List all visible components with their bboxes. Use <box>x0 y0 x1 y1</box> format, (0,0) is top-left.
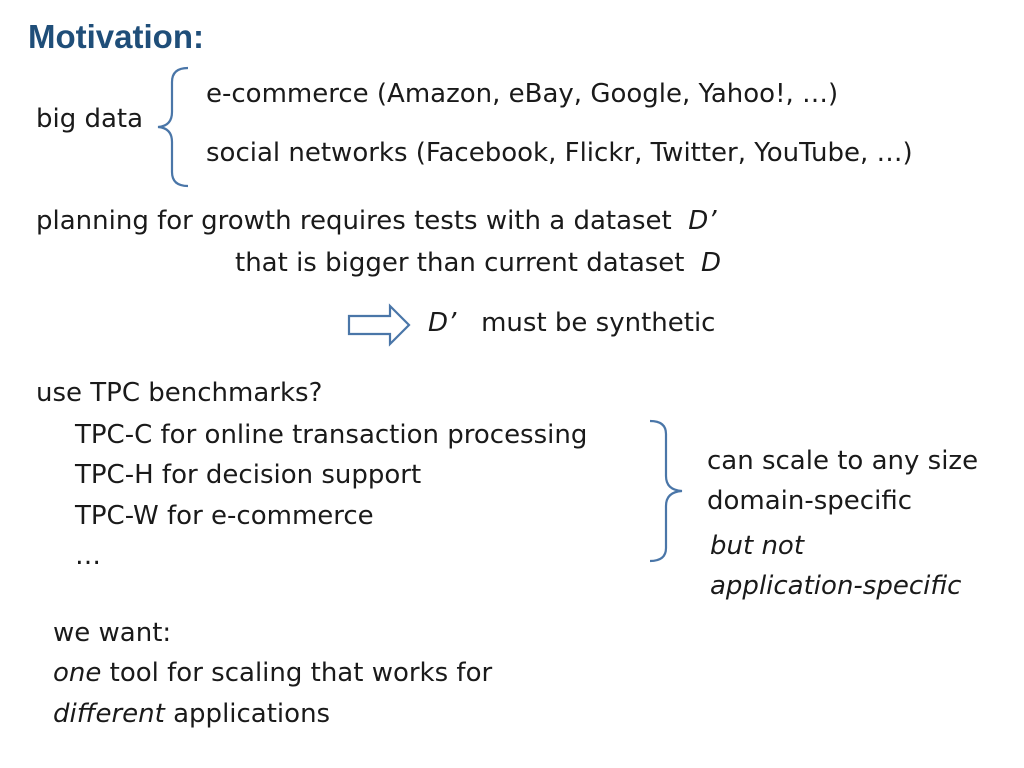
conclusion-line: D’ must be synthetic <box>428 308 715 338</box>
planning-var-d: D <box>701 248 722 278</box>
tpc-item-h: TPC-H for decision support <box>75 460 422 490</box>
big-data-item-social: social networks (Facebook, Flickr, Twitt… <box>206 138 913 168</box>
tpc-note-but-not: but not <box>710 531 805 561</box>
want-line-2: one tool for scaling that works for <box>53 658 492 688</box>
page-title: Motivation: <box>28 18 204 55</box>
want-heading: we want: <box>53 618 172 648</box>
big-data-item-ecommerce: e-commerce (Amazon, eBay, Google, Yahoo!… <box>206 79 839 109</box>
tpc-brace-icon <box>649 419 683 563</box>
conclusion-var-d-prime: D’ <box>428 308 457 338</box>
tpc-item-ellipsis: … <box>75 541 101 571</box>
planning-line-2: that is bigger than current dataset D <box>235 248 721 278</box>
tpc-note-scale: can scale to any size <box>707 446 979 476</box>
planning-text-2: that is bigger than current dataset <box>235 248 685 278</box>
want-line-3: different applications <box>53 699 330 729</box>
planning-text-1: planning for growth requires tests with … <box>36 206 672 236</box>
want-one: one <box>53 658 102 688</box>
tpc-heading: use TPC benchmarks? <box>36 378 323 408</box>
planning-var-d-prime: D’ <box>688 206 717 236</box>
conclusion-text: must be synthetic <box>481 308 716 338</box>
want-different: different <box>53 699 165 729</box>
tpc-item-c: TPC-C for online transaction processing <box>75 420 588 450</box>
tpc-note-domain: domain-specific <box>707 486 912 516</box>
big-data-brace-icon <box>157 66 189 188</box>
planning-line-1: planning for growth requires tests with … <box>36 206 717 236</box>
tpc-item-w: TPC-W for e-commerce <box>75 501 374 531</box>
right-arrow-icon <box>347 303 411 347</box>
big-data-label: big data <box>36 104 144 134</box>
want-line-2-text: tool for scaling that works for <box>101 658 493 688</box>
want-line-3-text: applications <box>164 699 331 729</box>
tpc-note-application: application-specific <box>710 571 962 601</box>
